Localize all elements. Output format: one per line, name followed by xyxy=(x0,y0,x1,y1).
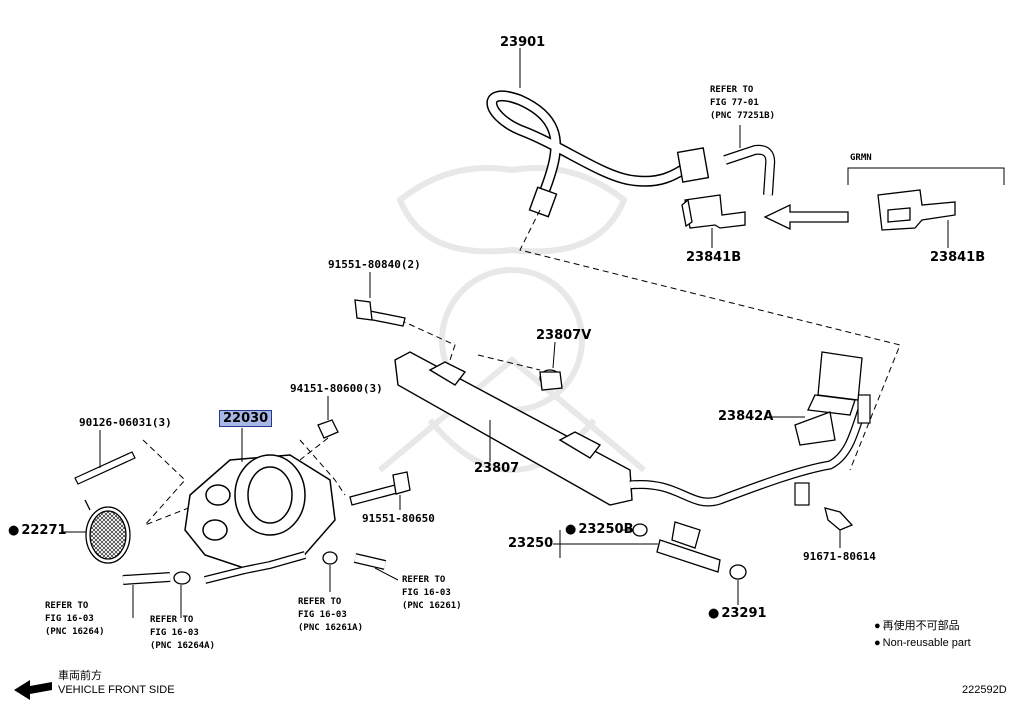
label-91671-80614[interactable]: 91671-80614 xyxy=(803,550,876,563)
ref16264a-line1: REFER TO xyxy=(150,615,194,625)
label-94151-80600[interactable]: 94151-80600(3) xyxy=(290,382,383,395)
clamp-23841b-left[interactable] xyxy=(681,194,746,229)
fuel-hose-23901[interactable] xyxy=(486,90,710,218)
ref16261-line2: FIG 16-03 xyxy=(402,588,451,598)
ref16264-line2: FIG 16-03 xyxy=(45,614,94,624)
label-23901[interactable]: 23901 xyxy=(500,35,546,50)
ref16264-line3[interactable]: (PNC 16264) xyxy=(45,627,105,637)
ref16264a-line2: FIG 16-03 xyxy=(150,628,199,638)
injector-23250[interactable] xyxy=(632,521,721,573)
bolt-91671[interactable] xyxy=(824,507,854,531)
label-23841b-left[interactable]: 23841B xyxy=(686,250,742,265)
label-91551-80840[interactable]: 91551-80840(2) xyxy=(328,258,421,271)
label-23807[interactable]: 23807 xyxy=(474,461,520,476)
label-22030-highlighted[interactable]: 22030 xyxy=(219,410,273,427)
clamp-23841b-right[interactable] xyxy=(877,189,956,231)
refer77-line2: FIG 77-01 xyxy=(710,98,759,108)
label-90126-06031[interactable]: 90126-06031(3) xyxy=(79,416,172,429)
legend-reuse-jp: 再使用不可部品 xyxy=(874,620,960,633)
ref16264a-line3[interactable]: (PNC 16264A) xyxy=(150,641,216,651)
delivery-pipe-23807[interactable] xyxy=(394,351,633,506)
label-grmn: GRMN xyxy=(850,153,872,163)
refer77-line3[interactable]: (PNC 77251B) xyxy=(710,111,776,121)
connector-23842a[interactable] xyxy=(794,351,863,446)
ref16261-line3[interactable]: (PNC 16261) xyxy=(402,601,462,611)
bolt-91551-80650[interactable] xyxy=(349,471,411,506)
ref16261a-line3[interactable]: (PNC 16261A) xyxy=(298,623,364,633)
insulator-23807v[interactable] xyxy=(539,369,563,391)
ref16261-line1: REFER TO xyxy=(402,575,446,585)
front-label-en: VEHICLE FRONT SIDE xyxy=(58,684,175,696)
legend-reuse-en: Non-reusable part xyxy=(874,637,971,650)
label-22271[interactable]: 22271 xyxy=(8,524,66,537)
ref16261a-line2: FIG 16-03 xyxy=(298,610,347,620)
label-23250[interactable]: 23250 xyxy=(508,536,554,551)
label-91551-80650[interactable]: 91551-80650 xyxy=(362,512,435,525)
label-23807v[interactable]: 23807V xyxy=(536,328,592,343)
vehicle-front-arrow-icon xyxy=(14,680,52,700)
label-23291[interactable]: 23291 xyxy=(708,607,766,620)
diagram-id: 222592D xyxy=(962,684,1007,696)
gasket-22271[interactable] xyxy=(84,499,131,564)
ref16264-line1: REFER TO xyxy=(45,601,89,611)
throttle-body-22030[interactable] xyxy=(184,454,336,571)
bolt-91551-80840[interactable] xyxy=(354,299,406,327)
stud-90126[interactable] xyxy=(74,451,136,485)
ref16261a-line1: REFER TO xyxy=(298,597,342,607)
label-23842a[interactable]: 23842A xyxy=(718,409,774,424)
label-23250b[interactable]: 23250B xyxy=(565,523,633,536)
collar-94151[interactable] xyxy=(317,419,339,439)
refer77-line1: REFER TO xyxy=(710,85,754,95)
label-23841b-right[interactable]: 23841B xyxy=(930,250,986,265)
front-label-jp: 車両前方 xyxy=(58,670,102,682)
